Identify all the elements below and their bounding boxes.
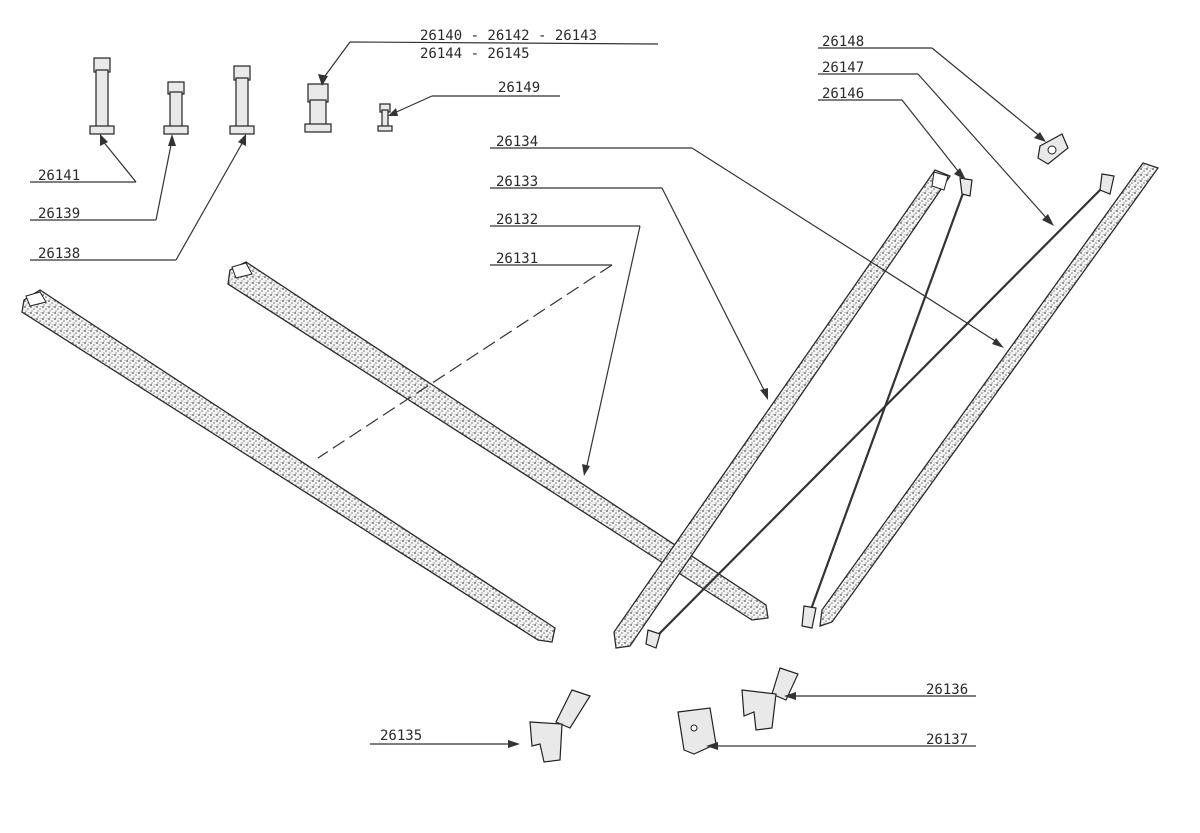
label-26134: 26134	[496, 134, 538, 150]
label-26139: 26139	[38, 206, 80, 222]
pin-26138	[229, 65, 255, 135]
strut-26134	[819, 162, 1160, 627]
label-26140-group: 26140 - 26142 - 26143	[420, 28, 597, 44]
label-26131: 26131	[496, 251, 538, 267]
fitting-26148	[1037, 133, 1069, 165]
label-26133: 26133	[496, 174, 538, 190]
fitting-26137	[677, 707, 717, 755]
label-26135: 26135	[380, 728, 422, 744]
pin-26149	[377, 103, 393, 132]
label-26147: 26147	[822, 60, 864, 76]
leader-lines	[30, 41, 1054, 750]
fitting-26135	[529, 689, 591, 763]
label-26146: 26146	[822, 86, 864, 102]
pin-26141	[89, 57, 115, 135]
label-26144-group: 26144 - 26145	[420, 46, 530, 62]
fitting-26136	[741, 667, 799, 731]
label-26137: 26137	[926, 732, 968, 748]
strut-26131	[21, 289, 556, 643]
tie-rod-26146	[801, 177, 973, 629]
label-26148: 26148	[822, 34, 864, 50]
pin-26139	[163, 81, 189, 135]
label-26136: 26136	[926, 682, 968, 698]
strut-26133	[613, 169, 951, 649]
label-26132: 26132	[496, 212, 538, 228]
pin-26140	[304, 83, 332, 133]
label-26138: 26138	[38, 246, 80, 262]
tie-rod-26147	[645, 173, 1115, 649]
strut-26132	[227, 261, 769, 621]
label-26141: 26141	[38, 168, 80, 184]
label-26149: 26149	[498, 80, 540, 96]
